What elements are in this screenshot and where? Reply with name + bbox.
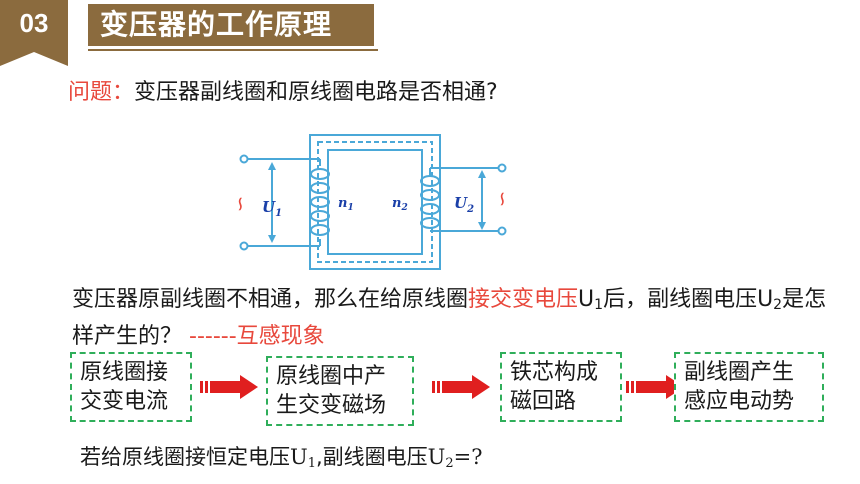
step-4-line-2: 感应电动势 bbox=[684, 389, 795, 414]
n2-label: n bbox=[392, 196, 401, 211]
paragraph-text-3: 是怎样产生的？ bbox=[72, 287, 827, 349]
svg-text:U2: U2 bbox=[454, 194, 474, 215]
u2-label: U bbox=[454, 194, 468, 212]
core-dashed bbox=[317, 141, 433, 263]
step-box-3: 铁芯构成 磁回路 bbox=[500, 352, 622, 422]
n1-subscript: 1 bbox=[347, 203, 353, 213]
step-2-line-1: 原线圈中产 bbox=[276, 364, 387, 389]
n2-subscript: 2 bbox=[400, 203, 407, 213]
flow-arrow-1 bbox=[200, 375, 258, 399]
bottom-u2-sub: 2 bbox=[445, 456, 454, 471]
u2-subscript: 2 bbox=[466, 204, 474, 215]
step-4-line-1: 副线圈产生 bbox=[684, 360, 795, 385]
ac-load-symbol: ∽ bbox=[491, 191, 515, 208]
explanation-paragraph: 变压器原副线圈不相通，那么在给原线圈接交变电压U1后，副线圈电压U2是怎样产生的… bbox=[72, 284, 842, 353]
section-number-tab: 03 bbox=[0, 0, 72, 66]
transformer-diagram: ∽ ∽ U1 n1 n2 U2 bbox=[229, 134, 515, 270]
paragraph-u2-sub: 2 bbox=[773, 297, 783, 313]
page-title: 变压器的工作原理 bbox=[88, 4, 374, 46]
paragraph-highlight-mutual-induction: ------互感现象 bbox=[189, 324, 325, 349]
step-1-line-2: 交变电流 bbox=[80, 389, 169, 414]
bottom-u1-sub: 1 bbox=[307, 456, 316, 471]
svg-text:n1: n1 bbox=[338, 196, 354, 213]
terminal-left-top bbox=[239, 154, 249, 164]
step-box-2: 原线圈中产 生交变磁场 bbox=[266, 356, 414, 426]
bottom-text-2: ,副线圈电压 bbox=[315, 445, 428, 469]
section-tab-shape bbox=[0, 0, 68, 66]
step-3-line-2: 磁回路 bbox=[510, 389, 577, 414]
question-text: 变压器副线圈和原线圈电路是否相通? bbox=[134, 80, 498, 105]
question-label: 问题： bbox=[68, 80, 135, 105]
terminal-right-top bbox=[497, 163, 507, 173]
u1-label: U bbox=[262, 198, 276, 216]
paragraph-text-2: 后，副线圈电压U bbox=[603, 287, 774, 312]
step-2-line-2: 生交变磁场 bbox=[276, 393, 387, 418]
step-3-line-1: 铁芯构成 bbox=[510, 360, 599, 385]
bottom-u1: U bbox=[290, 445, 308, 469]
paragraph-u1-sub: 1 bbox=[594, 297, 604, 313]
paragraph-text-1: 变压器原副线圈不相通，那么在给原线圈 bbox=[72, 287, 469, 312]
paragraph-highlight-voltage: 接交变电压 bbox=[468, 287, 579, 312]
question: 问题：变压器副线圈和原线圈电路是否相通? bbox=[68, 78, 498, 108]
secondary-coil bbox=[420, 175, 440, 229]
bottom-question: 若给原线圈接恒定电压U1,副线圈电压U2=? bbox=[80, 442, 483, 479]
terminal-right-bottom bbox=[497, 226, 507, 236]
step-1-line-1: 原线圈接 bbox=[80, 360, 169, 385]
paragraph-u1: U bbox=[578, 287, 595, 312]
step-box-4: 副线圈产生 感应电动势 bbox=[674, 352, 824, 422]
ac-source-symbol: ∽ bbox=[229, 196, 253, 213]
title-underline bbox=[88, 49, 378, 51]
bottom-text-1: 若给原线圈接恒定电压 bbox=[80, 445, 290, 469]
bottom-text-3: =? bbox=[453, 445, 483, 469]
section-number: 03 bbox=[19, 8, 49, 38]
svg-text:n2: n2 bbox=[392, 196, 408, 213]
primary-coil bbox=[310, 168, 330, 236]
bottom-u2: U bbox=[427, 445, 446, 469]
step-box-1: 原线圈接 交变电流 bbox=[70, 352, 192, 422]
svg-text:U1: U1 bbox=[262, 198, 282, 219]
n1-label: n bbox=[338, 196, 347, 211]
flow-arrow-2 bbox=[432, 375, 490, 399]
terminal-left-bottom bbox=[239, 241, 249, 251]
u1-subscript: 1 bbox=[275, 208, 282, 219]
